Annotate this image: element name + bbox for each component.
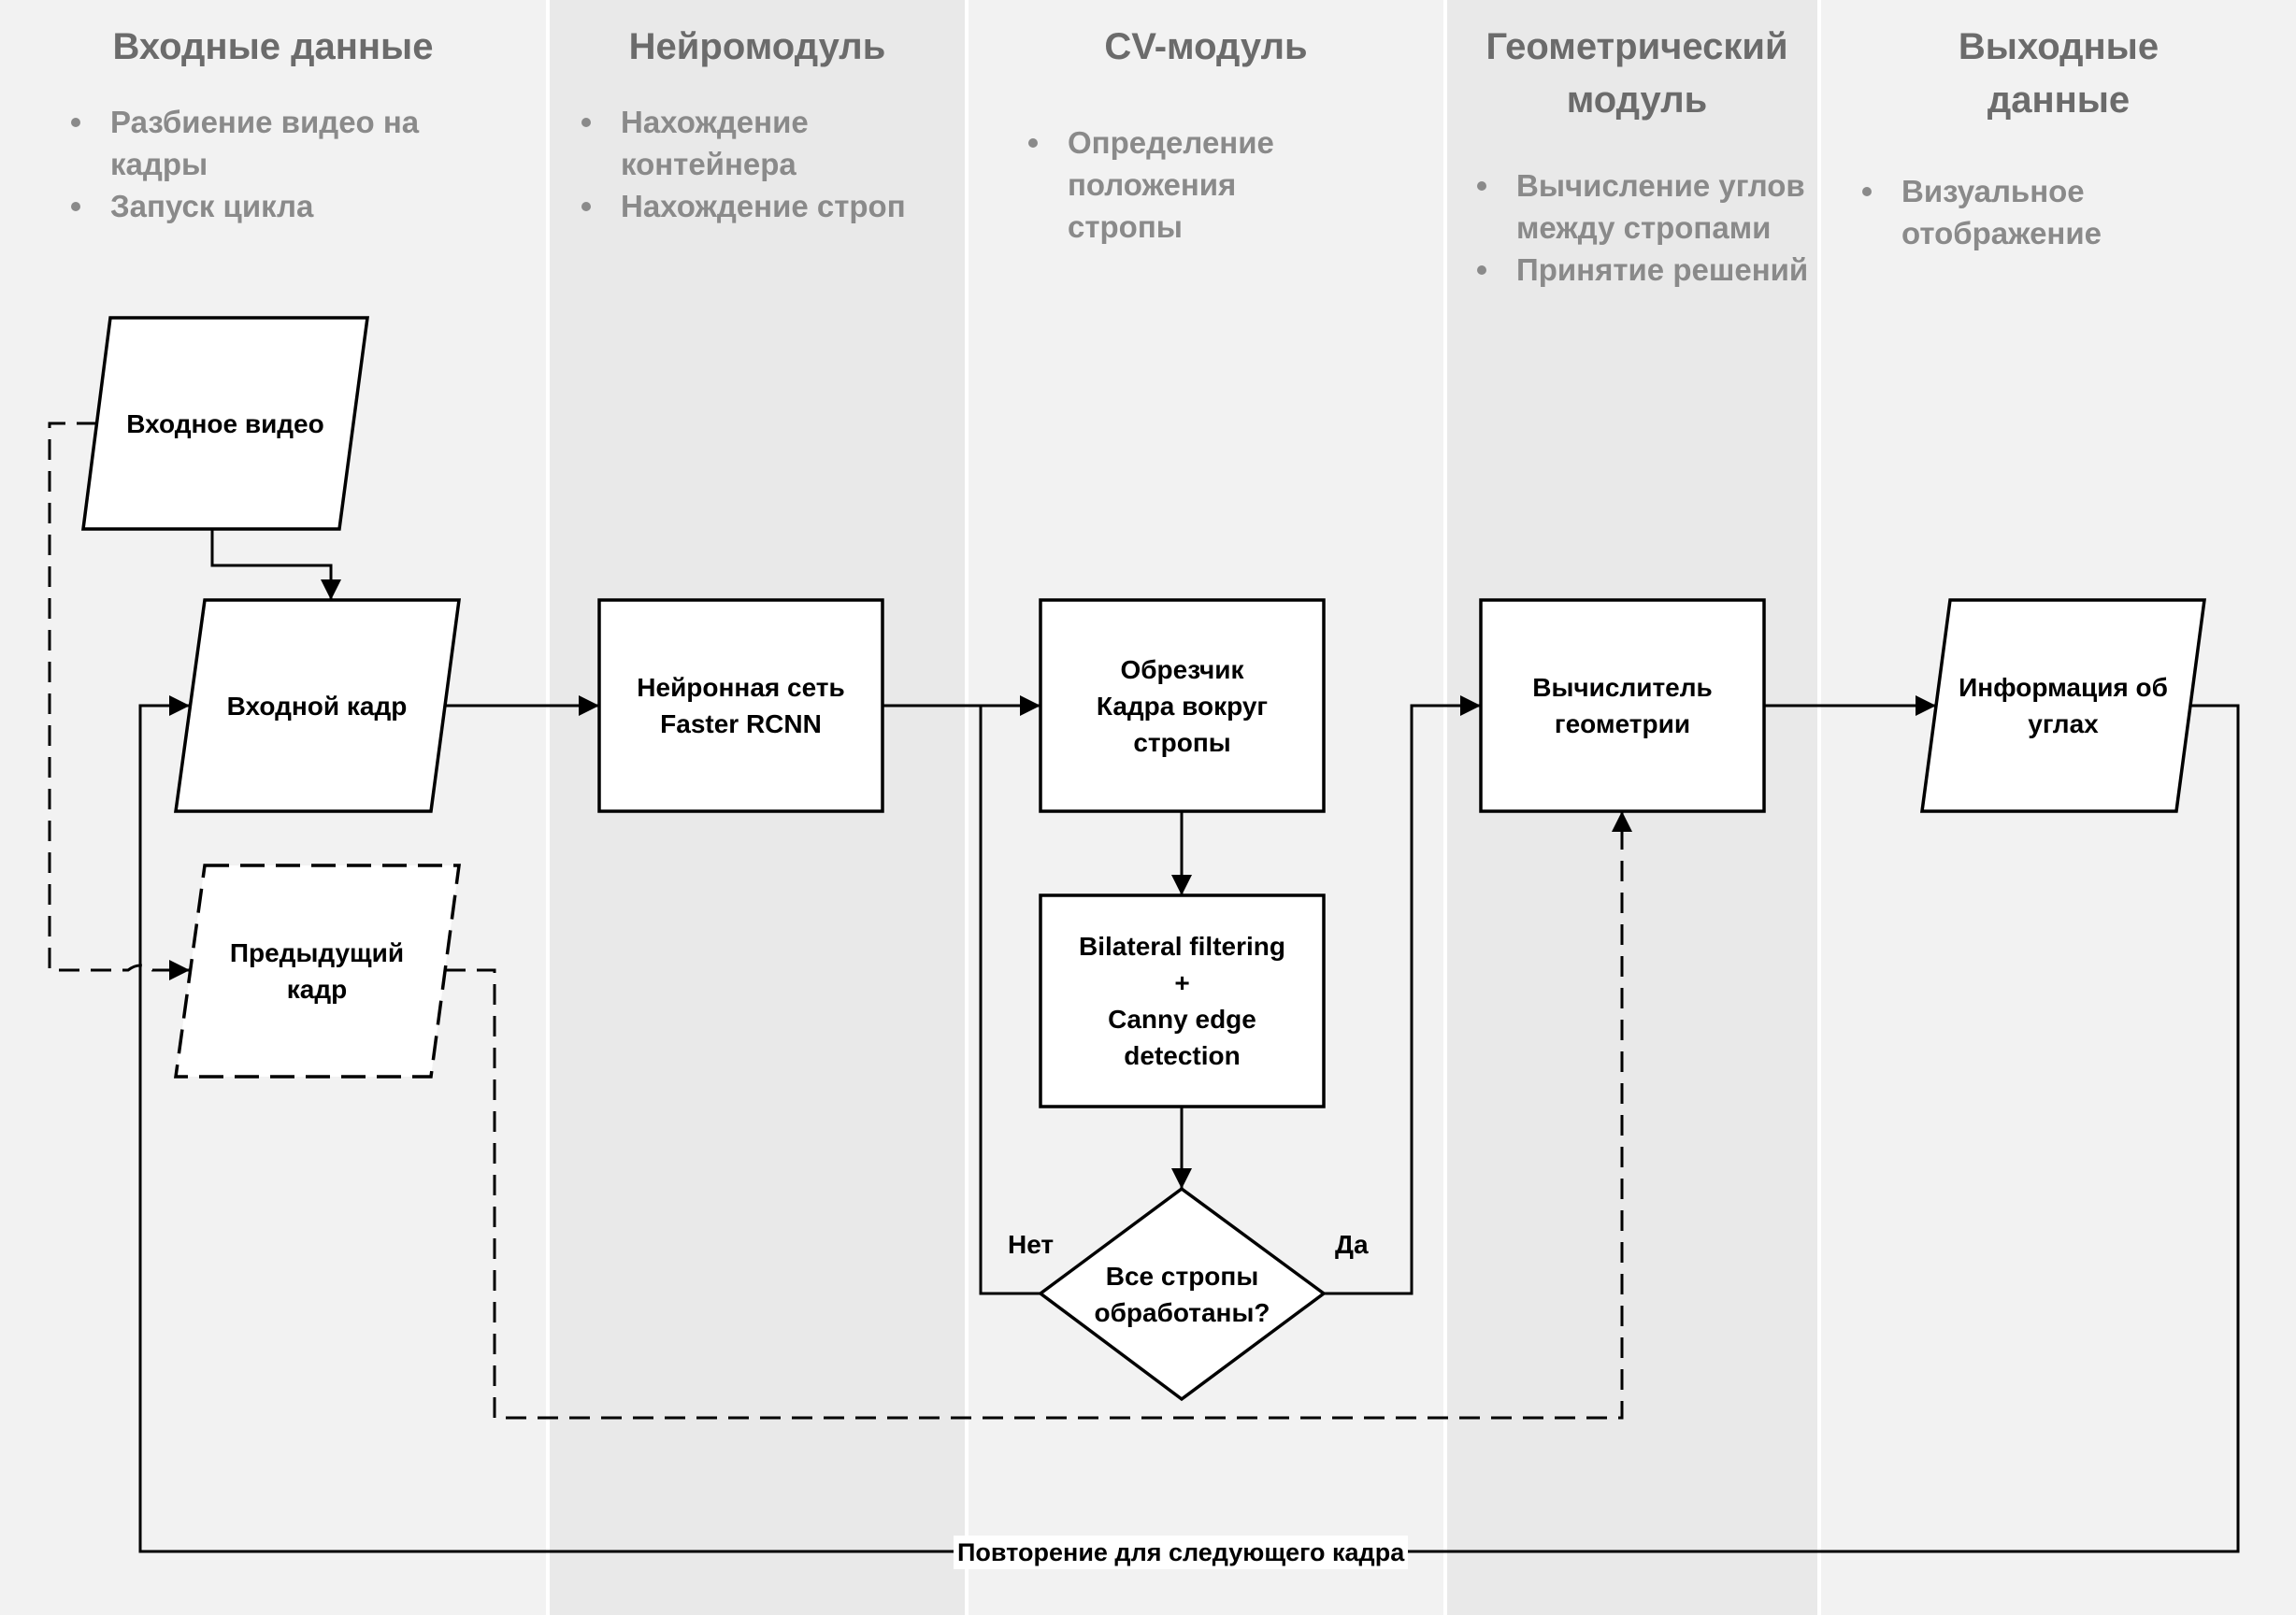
bullet-item: Нахождение строп	[578, 185, 942, 227]
bullet-item: Запуск цикла	[67, 185, 460, 227]
lane-title: Выходные данные	[1958, 26, 2160, 121]
input-frame-label: Входной кадр	[226, 691, 408, 721]
bullet-item: Визуальное отображение	[1858, 170, 2139, 254]
cropper-label: Обрезчик Кадра вокруг стропы	[1096, 654, 1269, 757]
decision-shape	[1038, 1186, 1327, 1402]
input-video-label: Входное видео	[126, 408, 324, 438]
edge-loop-back	[138, 695, 2240, 1553]
lane-title: CV-модуль	[1104, 26, 1308, 67]
bullet-item: Принятие решений	[1473, 249, 1810, 291]
cropper-shape	[1039, 598, 1326, 813]
lane-title: Входные данные	[112, 26, 434, 67]
decision-label: Все стропы обработаны?	[1094, 1261, 1270, 1327]
lane-bullets: Вычисление углов между стропами Принятие…	[1473, 164, 1810, 291]
no-branch-label: Нет	[1008, 1230, 1055, 1259]
geometry-label: Вычислитель геометрии	[1532, 673, 1713, 738]
prev-frame-label: Предыдущий кадр	[229, 938, 405, 1004]
input-video-shape	[81, 316, 369, 531]
edge-prev-frame-to-geometry	[445, 811, 1632, 1420]
geometry-shape	[1479, 598, 1766, 813]
edge-video-to-frame	[210, 529, 341, 600]
prev-frame-shape	[173, 864, 461, 1079]
bullet-item: Нахождение контейнера	[578, 101, 942, 185]
loop-back-label: Повторение для следующего кадра	[954, 1536, 1409, 1569]
neural-net-label: Нейронная сеть Faster RCNN	[637, 673, 845, 738]
edge-decision-no	[979, 706, 1040, 1295]
yes-branch-label: Да	[1335, 1230, 1369, 1259]
lane-bullets: Определение положения стропы	[1025, 121, 1342, 248]
lane-title: Нейромодуль	[628, 26, 886, 67]
filtering-label: Bilateral filtering + Canny edge detecti…	[1079, 932, 1285, 1070]
filtering-shape	[1039, 893, 1326, 1108]
lane-bullets: Визуальное отображение	[1858, 170, 2139, 254]
angles-info-shape	[1920, 598, 2206, 813]
edge-video-to-prev-frame	[48, 422, 190, 980]
lane-title: Геометрический модуль	[1485, 26, 1788, 121]
angles-info-label: Информация об углах	[1959, 673, 2168, 738]
edge-decision-yes	[1324, 695, 1481, 1295]
lane-bullets: Нахождение контейнера Нахождение строп	[578, 101, 942, 227]
bullet-item: Разбиение видео на кадры	[67, 101, 460, 185]
bullet-item: Вычисление углов между стропами	[1473, 164, 1810, 249]
lane-bullets: Разбиение видео на кадры Запуск цикла	[67, 101, 460, 227]
bullet-item: Определение положения стропы	[1025, 121, 1342, 248]
input-frame-shape	[173, 598, 461, 813]
